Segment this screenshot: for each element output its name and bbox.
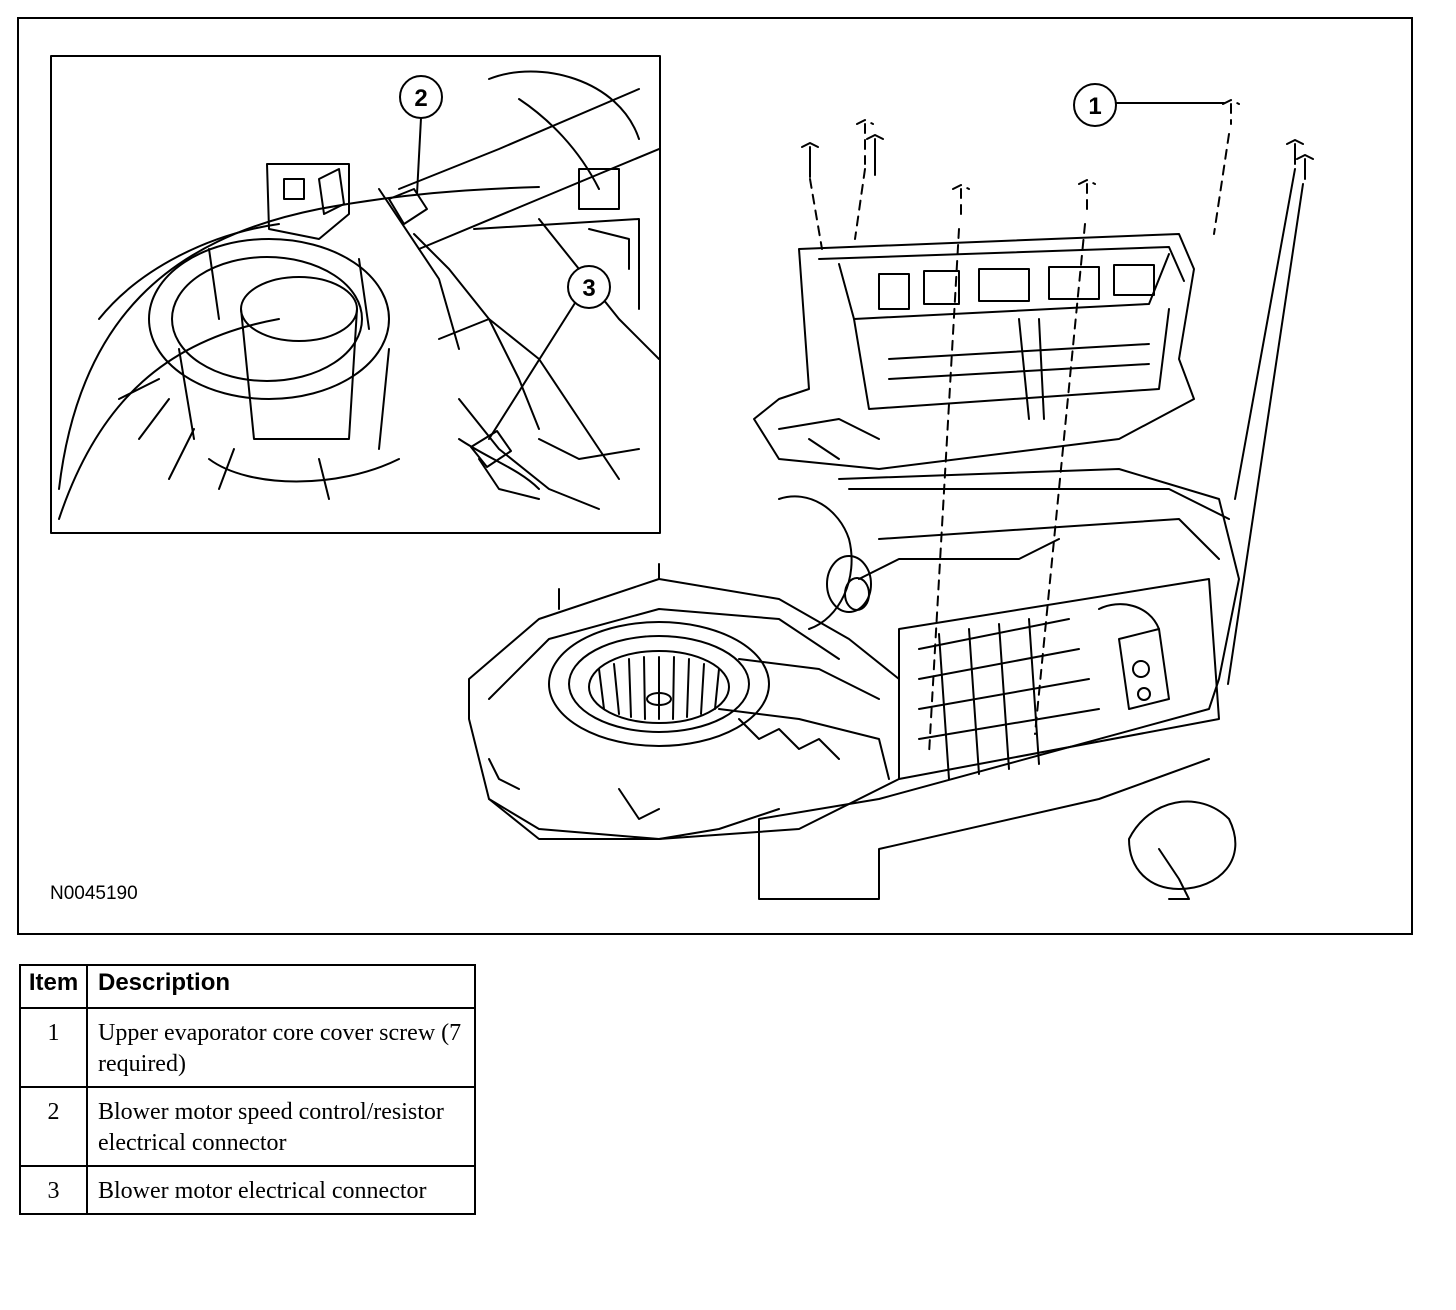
legend-header-row: Item Description: [19, 964, 476, 1009]
legend-item-number: 1: [19, 1007, 88, 1088]
upper-evaporator-core-cover-screws: [801, 99, 1314, 755]
callout-2-label: 2: [414, 85, 427, 112]
callout-1-label: 1: [1088, 93, 1101, 120]
hvac-case-main-view: [468, 83, 1314, 900]
legend-row: 1 Upper evaporator core cover screw (7 r…: [19, 1007, 476, 1088]
hvac-assembly-illustration: 1 2 3: [50, 55, 1314, 900]
legend-header-description: Description: [86, 964, 476, 1009]
legend-header-item: Item: [19, 964, 88, 1009]
legend-item-description: Blower motor electrical connector: [86, 1165, 476, 1215]
legend-row: 2 Blower motor speed control/resistor el…: [19, 1086, 476, 1167]
callout-3-label: 3: [582, 275, 595, 302]
legend-item-description: Upper evaporator core cover screw (7 req…: [86, 1007, 476, 1088]
illustration-frame: 1 2 3 N0045190: [17, 17, 1413, 935]
figure-id: N0045190: [50, 883, 138, 904]
legend-item-number: 3: [19, 1165, 88, 1215]
inset-detail-view: [50, 55, 661, 534]
legend-item-description: Blower motor speed control/resistor elec…: [86, 1086, 476, 1167]
legend-item-number: 2: [19, 1086, 88, 1167]
legend-table: Item Description 1 Upper evaporator core…: [19, 964, 476, 1215]
legend-row: 3 Blower motor electrical connector: [19, 1165, 476, 1215]
